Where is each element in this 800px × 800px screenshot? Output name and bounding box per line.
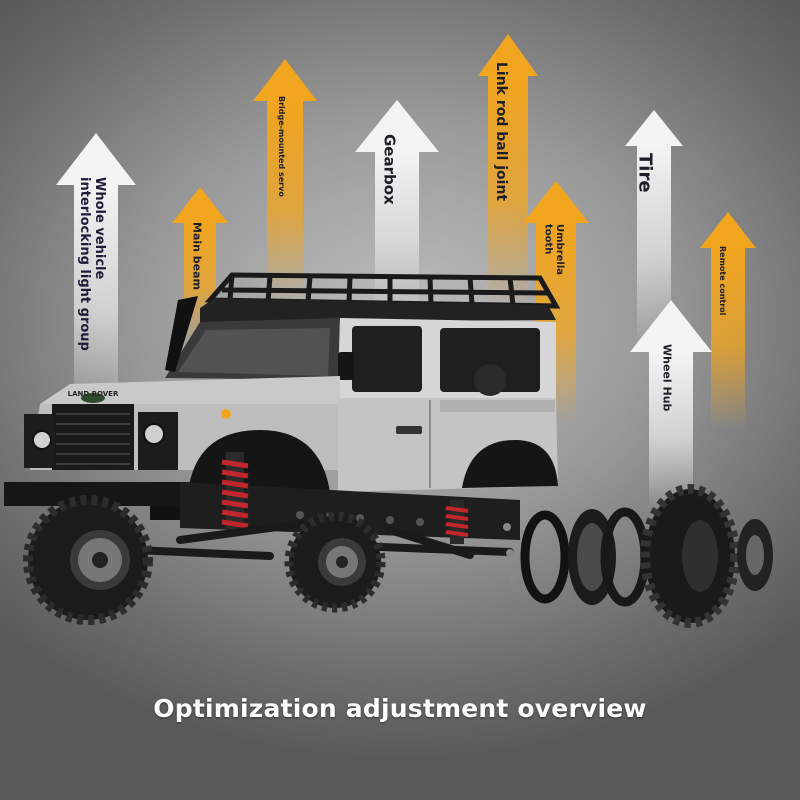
- label-umbrella-tooth: Umbrella tooth: [542, 224, 566, 276]
- label-whole-vehicle: Whole vehicle interlocking light group: [77, 177, 107, 351]
- label-link-rod: Link rod ball joint: [493, 62, 510, 202]
- arrow-bridge-servo: [253, 59, 317, 301]
- arrow-link-rod: [478, 34, 538, 306]
- front-shock-spring: [221, 452, 249, 534]
- beadlock-ring: [520, 510, 570, 604]
- front-wheel: [23, 495, 153, 625]
- hood: [40, 376, 340, 404]
- label-remote-control: Remote control: [718, 246, 728, 316]
- rear-wheel: [284, 511, 386, 613]
- label-bridge-servo: Bridge-mounted servo: [277, 96, 287, 197]
- roof: [200, 298, 556, 322]
- caption: Optimization adjustment overview: [153, 694, 647, 723]
- arrow-whole-vehicle: [56, 133, 136, 415]
- arrow-wheel-hub: [630, 300, 712, 512]
- label-main-beam: Main beam: [190, 222, 204, 291]
- arrow-gearbox: [355, 100, 439, 312]
- hood-badge: LAND ROVER: [68, 390, 119, 398]
- label-tire: Tire: [634, 153, 656, 193]
- rear-shock-spring: [445, 500, 469, 544]
- label-wheel-hub: Wheel Hub: [660, 344, 674, 412]
- arrow-remote-control: [700, 212, 756, 428]
- snorkel: [165, 296, 198, 372]
- exploded-wheel-assembly: [503, 484, 773, 628]
- label-gearbox: Gearbox: [380, 134, 399, 205]
